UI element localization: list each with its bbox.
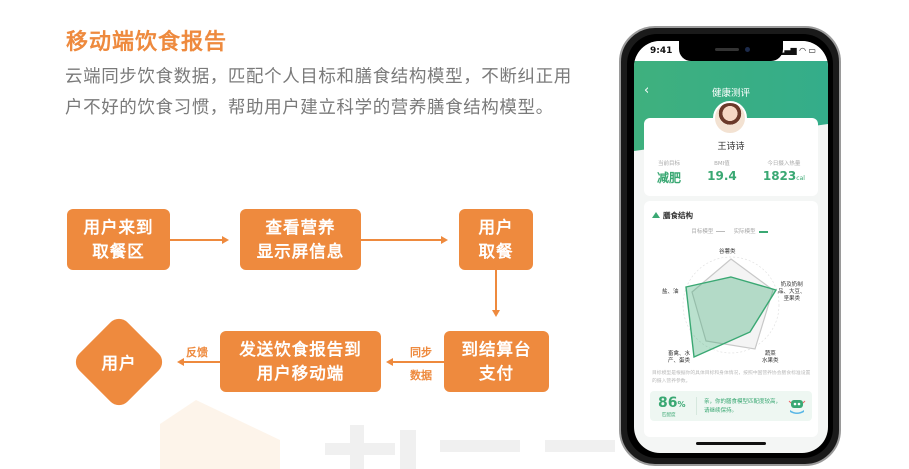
radar-chart	[682, 256, 780, 359]
section-title: 膳食结构	[652, 210, 693, 221]
stat-calories: 今日摄入热量 1823cal	[763, 159, 805, 186]
axis-label: 谷薯类	[719, 249, 736, 255]
flow-arrow	[170, 239, 222, 241]
stat-bmi: BMI值 19.4	[707, 159, 737, 186]
match-label: 匹配度	[662, 413, 676, 418]
legend-target: 目标模型	[691, 229, 714, 235]
signal-wifi-battery-icon: ▂▄▆ ◠ ▭	[778, 46, 816, 55]
flow-arrow	[183, 361, 220, 363]
header-title: 健康测评	[711, 88, 750, 99]
stat-value: 减肥	[657, 171, 682, 185]
node-label: 用户	[478, 217, 514, 237]
phone-mockup: 9:41 ▂▄▆ ◠ ▭ ‹ 健康测评 王诗诗 当前目标 减肥 BMI值 19.…	[619, 26, 841, 466]
node-label: 取餐区	[92, 241, 145, 261]
edge-label-data: 数据	[410, 369, 432, 382]
watermark-logo	[160, 400, 280, 469]
node-label: 用户	[101, 354, 137, 373]
match-banner: 86% 匹配度 亲，你的膳食模型匹配度较高，请继续保持。	[650, 391, 812, 421]
edge-label-sync: 同步	[410, 346, 432, 359]
phone-screen: 9:41 ▂▄▆ ◠ ▭ ‹ 健康测评 王诗诗 当前目标 减肥 BMI值 19.…	[634, 41, 828, 453]
back-icon[interactable]: ‹	[644, 83, 650, 98]
node-label: 用户移动端	[256, 363, 345, 383]
watermark-text	[400, 430, 416, 469]
flow-node-send-report: 发送饮食报告到用户移动端	[220, 331, 381, 392]
axis-label: 盐、油	[662, 289, 679, 295]
stats-row: 当前目标 减肥 BMI值 19.4 今日摄入热量 1823cal	[644, 159, 818, 186]
match-percent: 86%	[658, 395, 686, 411]
axis-label: 奶及奶制品、大豆、坚果类	[778, 282, 806, 302]
arrow-right-icon	[441, 236, 448, 244]
flow-node-checkout: 到结算台支付	[444, 331, 549, 392]
user-name: 王诗诗	[717, 142, 745, 152]
divider	[696, 397, 697, 415]
flow-arrow	[495, 270, 497, 310]
arrow-down-icon	[492, 310, 500, 317]
flow-node-view-nutrition: 查看营养显示屏信息	[240, 209, 361, 270]
notch	[679, 41, 783, 61]
stat-label: BMI值	[714, 161, 730, 167]
edge-label-feedback: 反馈	[186, 346, 208, 359]
node-label: 显示屏信息	[256, 241, 345, 261]
axis-label: 蔬菜水果类	[762, 351, 779, 364]
flow-arrow	[392, 361, 444, 363]
arrow-left-icon	[386, 358, 393, 366]
node-label: 支付	[479, 363, 514, 383]
stat-value: 19.4	[707, 169, 737, 183]
flow-arrow	[361, 239, 441, 241]
status-time: 9:41	[650, 46, 673, 56]
stat-label: 当前目标	[658, 161, 681, 167]
node-label: 到结算台	[461, 339, 532, 359]
node-label: 查看营养	[265, 217, 336, 237]
chart-legend: 目标模型 实际模型	[644, 227, 818, 235]
arrow-left-icon	[177, 358, 184, 366]
legend-actual: 实际模型	[733, 229, 756, 235]
node-label: 取餐	[478, 241, 514, 261]
stat-label: 今日摄入热量	[767, 161, 801, 167]
watermark-text	[440, 440, 520, 452]
home-indicator[interactable]	[696, 442, 766, 445]
avatar[interactable]	[713, 101, 747, 135]
watermark-text	[545, 440, 615, 452]
robot-icon	[788, 400, 806, 414]
mountain-icon	[652, 212, 660, 218]
flow-node-arrive-pickup: 用户来到取餐区	[67, 209, 170, 270]
axis-label: 畜禽、水产、蛋类	[668, 351, 691, 364]
model-note: 目标模型是根据你的具体目标和身体情况，按照中国营养协会膳食标准设置的摄入营养参数…	[652, 371, 811, 384]
diet-structure-card: 膳食结构 目标模型 实际模型 谷薯类 奶及奶制品、大豆、坚果类 蔬菜水果类 畜禽…	[644, 201, 818, 437]
node-label: 发送饮食报告到	[239, 339, 362, 359]
page-title: 移动端饮食报告	[66, 30, 228, 55]
stat-goal: 当前目标 减肥	[657, 159, 681, 186]
node-label: 用户来到	[83, 217, 154, 237]
stat-unit: cal	[796, 175, 805, 182]
match-message: 亲，你的膳食模型匹配度较高，请继续保持。	[704, 399, 782, 414]
watermark-text	[350, 425, 364, 469]
arrow-right-icon	[222, 236, 229, 244]
flow-node-pick-meal: 用户取餐	[459, 209, 533, 270]
stat-value: 1823	[762, 169, 797, 183]
page-description: 云端同步饮食数据，匹配个人目标和膳食结构模型，不断纠正用户不好的饮食习惯，帮助用…	[65, 67, 572, 118]
